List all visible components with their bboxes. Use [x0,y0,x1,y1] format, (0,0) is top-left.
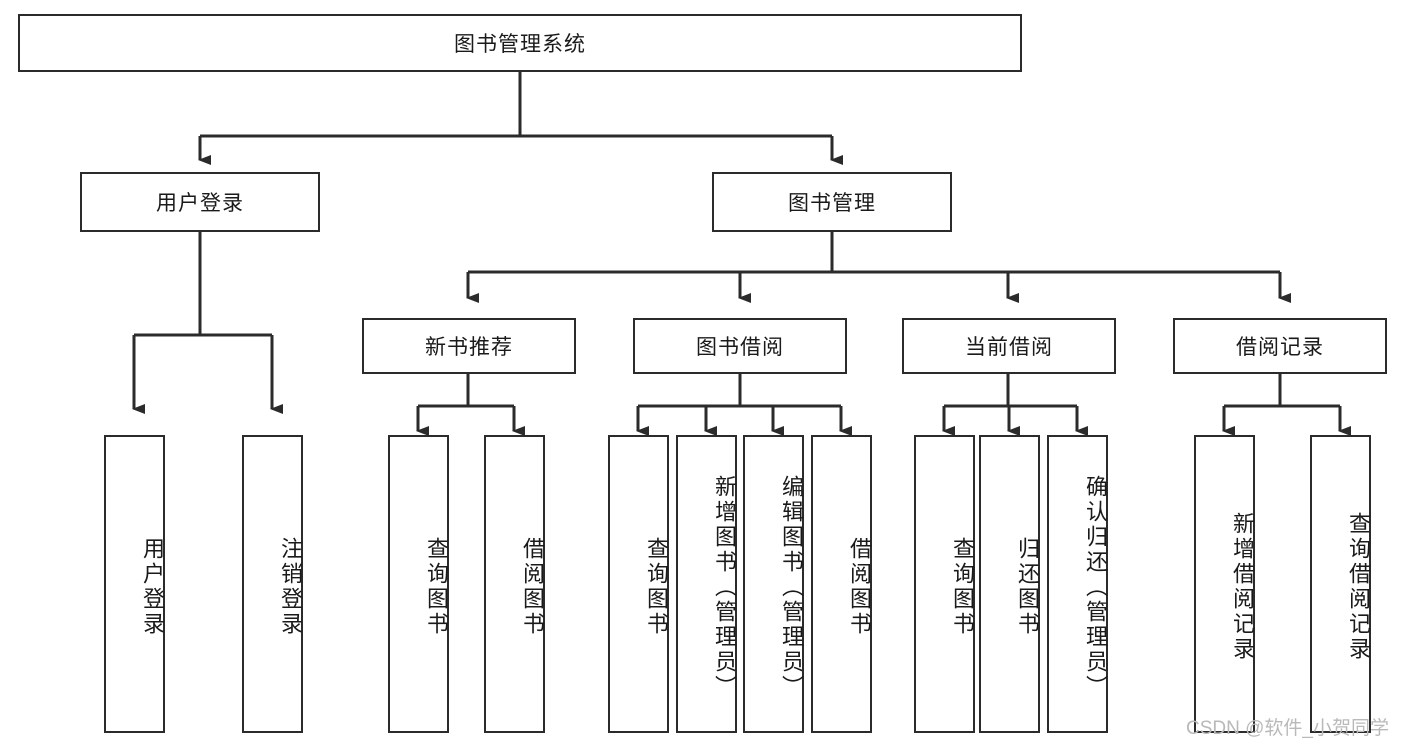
node-root-system[interactable]: 图书管理系统 [18,14,1022,72]
node-book-management[interactable]: 图书管理 [712,172,952,232]
node-label: 借阅记录 [1236,336,1324,359]
node-label: 查询借阅记录 [1346,512,1371,662]
node-label: 确认归还（管理员） [1083,474,1108,700]
node-label: 用户登录 [156,192,244,215]
leaf-new-book-query[interactable]: 查询图书 [388,435,449,733]
node-label: 查询图书 [424,537,449,637]
leaf-book-borrow-query[interactable]: 查询图书 [608,435,669,733]
node-new-book-recommend[interactable]: 新书推荐 [362,318,576,374]
node-label: 新增图书（管理员） [712,474,737,700]
node-book-borrow[interactable]: 图书借阅 [633,318,847,374]
leaf-current-borrow-query[interactable]: 查询图书 [914,435,975,733]
node-label: 查询图书 [950,537,975,637]
leaf-borrow-record-query[interactable]: 查询借阅记录 [1310,435,1371,733]
node-label: 编辑图书（管理员） [779,474,804,700]
node-current-borrow[interactable]: 当前借阅 [902,318,1116,374]
node-label: 查询图书 [644,537,669,637]
node-label: 注销登录 [278,537,303,637]
leaf-new-book-borrow[interactable]: 借阅图书 [484,435,545,733]
leaf-current-borrow-return[interactable]: 归还图书 [979,435,1040,733]
node-label: 新书推荐 [425,336,513,359]
node-label: 归还图书 [1015,537,1040,637]
leaf-user-login-login[interactable]: 用户登录 [104,435,165,733]
node-borrow-record[interactable]: 借阅记录 [1173,318,1387,374]
node-label: 图书管理 [788,192,876,215]
node-label: 新增借阅记录 [1230,512,1255,662]
leaf-current-borrow-confirm-return[interactable]: 确认归还（管理员） [1047,435,1108,733]
node-label: 借阅图书 [847,537,872,637]
leaf-book-borrow-borrow[interactable]: 借阅图书 [811,435,872,733]
node-label: 图书管理系统 [454,33,586,56]
leaf-book-borrow-edit[interactable]: 编辑图书（管理员） [743,435,804,733]
node-label: 当前借阅 [965,336,1053,359]
node-label: 用户登录 [140,537,165,637]
node-user-login[interactable]: 用户登录 [80,172,320,232]
leaf-user-login-logout[interactable]: 注销登录 [242,435,303,733]
node-label: 借阅图书 [520,537,545,637]
leaf-borrow-record-add[interactable]: 新增借阅记录 [1194,435,1255,733]
leaf-book-borrow-add[interactable]: 新增图书（管理员） [676,435,737,733]
node-label: 图书借阅 [696,336,784,359]
watermark-text: CSDN @软件_小贺同学 [1186,718,1389,739]
